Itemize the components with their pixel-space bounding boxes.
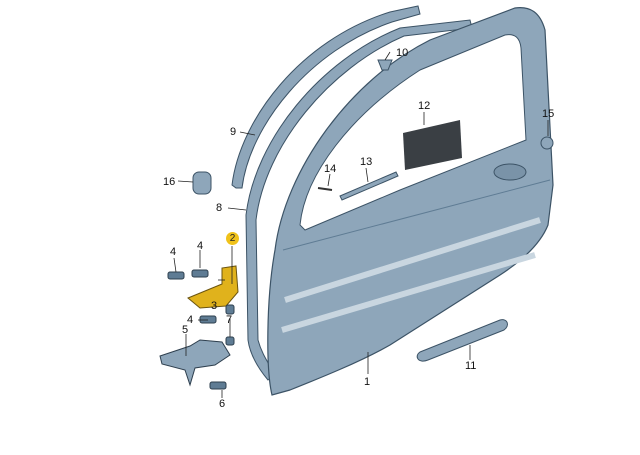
callout-3: 3 (211, 300, 218, 312)
callout-5: 5 (182, 324, 189, 336)
callout-15: 15 (542, 108, 555, 120)
callout-6: 6 (219, 398, 226, 410)
callout-4: 4 (197, 240, 204, 252)
callout-1: 1 (364, 376, 371, 388)
callout-2: 2 (226, 232, 239, 245)
grab-handle-11 (416, 319, 508, 362)
callout-12: 12 (418, 100, 431, 112)
insulation-pad-12 (403, 120, 462, 170)
door-handle-recess (493, 163, 527, 181)
callout-11: 11 (465, 360, 477, 372)
door-crease (281, 217, 541, 333)
callout-4: 4 (170, 246, 177, 258)
door-check-5 (159, 339, 231, 387)
hinge-2 (187, 265, 239, 309)
door-seal-9 (231, 5, 421, 189)
leader-lines (173, 51, 549, 398)
callout-14: 14 (324, 163, 337, 175)
window-strip-13 (339, 171, 399, 201)
door-seal-8 (245, 19, 473, 381)
callout-13: 13 (360, 156, 373, 168)
callout-4: 4 (187, 314, 194, 326)
callout-16: 16 (163, 176, 176, 188)
callout-8: 8 (216, 202, 223, 214)
callout-10: 10 (396, 47, 409, 59)
clip-14 (317, 187, 333, 191)
bolts (167, 269, 235, 390)
stopper-16 (192, 171, 212, 195)
callout-7: 7 (226, 314, 233, 326)
clip-10 (377, 59, 393, 71)
callout-9: 9 (230, 126, 237, 138)
grommet-15 (540, 136, 554, 150)
